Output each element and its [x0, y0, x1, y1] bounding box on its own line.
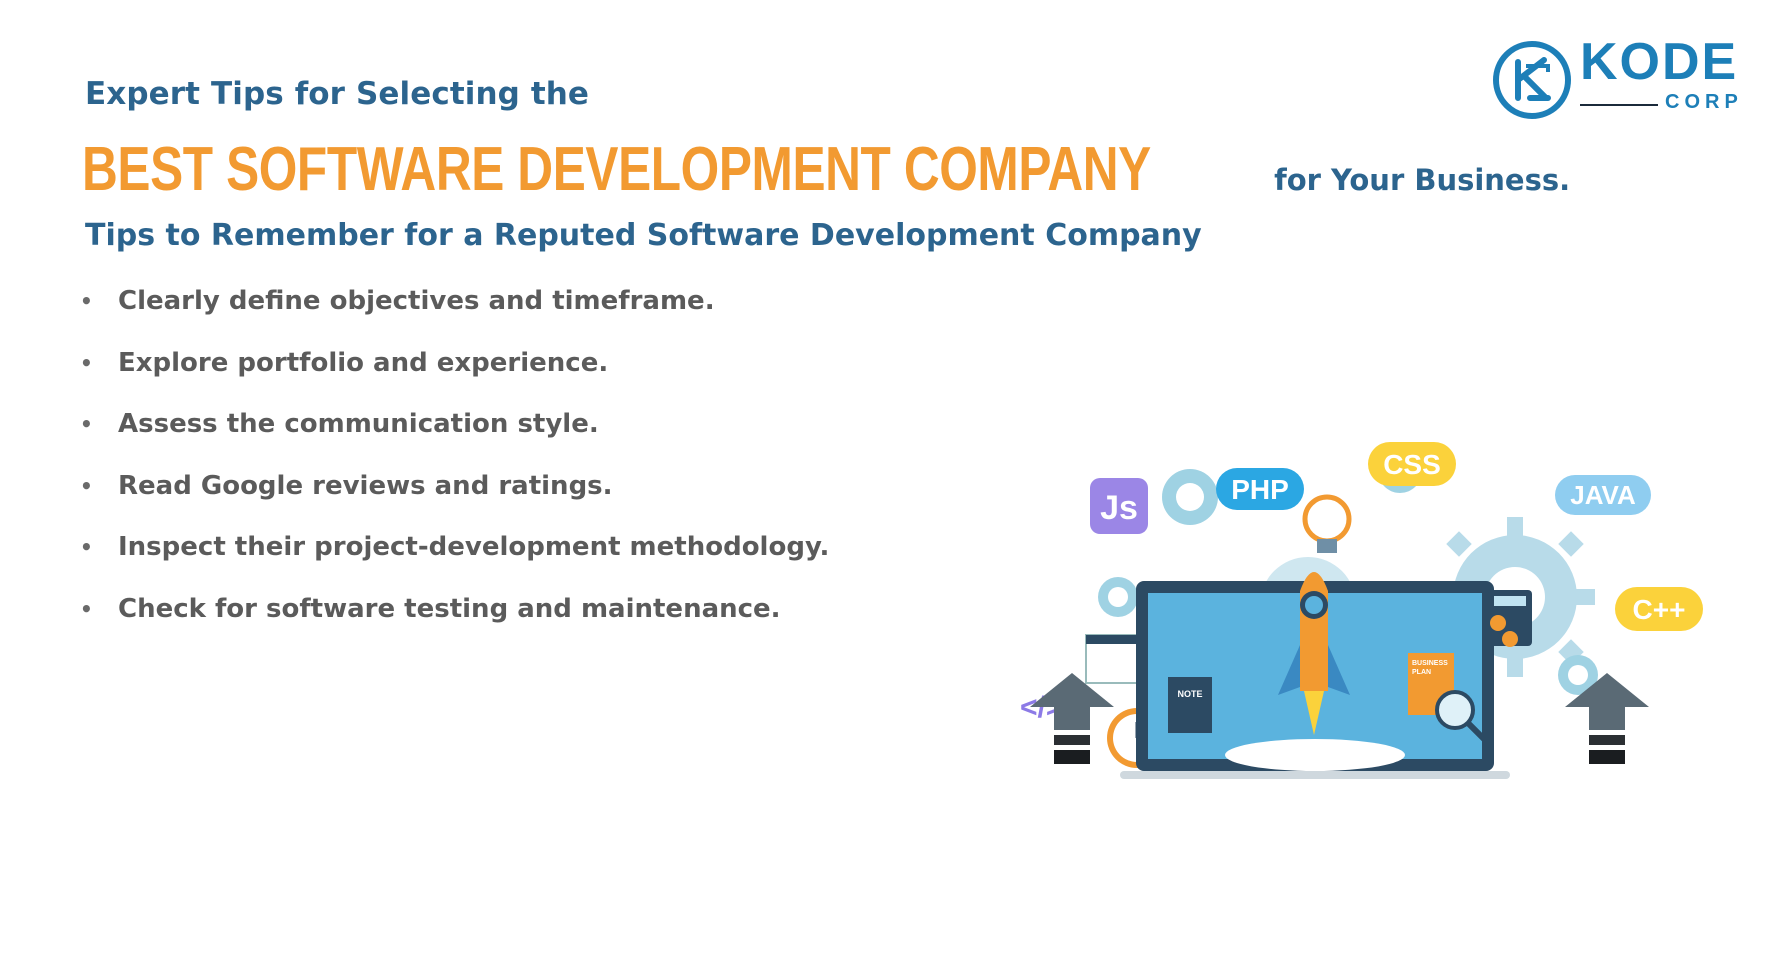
tip-text: Clearly define objectives and timeframe. [118, 286, 715, 316]
headline-main: BEST SOFTWARE DEVELOPMENT COMPANY [82, 135, 1151, 204]
java-badge: JAVA [1555, 475, 1651, 515]
cpp-badge: C++ [1615, 587, 1703, 631]
bullet-icon: • [80, 596, 93, 621]
tip-text: Check for software testing and maintenan… [118, 593, 781, 624]
up-arrow-left-icon [1030, 673, 1114, 764]
logo-wordmark: KODE [1580, 33, 1739, 91]
tip-text: Explore portfolio and experience. [118, 347, 609, 378]
logo-subword: CORP [1665, 91, 1743, 113]
magnifier-icon [1435, 690, 1487, 742]
list-item: • Assess the communication style. [80, 406, 829, 468]
bullet-icon: • [80, 412, 93, 436]
tip-text: Read Google reviews and ratings. [118, 470, 613, 501]
list-item: • Inspect their project-development metho… [80, 529, 829, 591]
java-badge-label: JAVA [1570, 480, 1636, 510]
js-badge-label: Js [1100, 489, 1138, 527]
tip-text: Inspect their project-development method… [118, 532, 830, 562]
up-arrow-right-icon [1565, 673, 1649, 764]
cpp-badge-label: C++ [1633, 594, 1686, 625]
notebook-icon: NOTE [1168, 677, 1212, 733]
bullet-icon: • [80, 535, 93, 559]
js-badge: Js [1090, 478, 1148, 534]
tips-list: • Clearly define objectives and timeframe… [80, 283, 829, 652]
kodecorp-logo[interactable]: KODE CORP [1490, 33, 1750, 126]
subheading: Tips to Remember for a Reputed Software … [85, 218, 1202, 253]
coin-icon [1490, 615, 1518, 647]
list-item: • Explore portfolio and experience. [80, 345, 829, 407]
php-badge-label: PHP [1231, 474, 1289, 505]
php-badge: PHP [1216, 468, 1304, 510]
logo-divider [1580, 104, 1658, 106]
css-badge: CSS [1368, 442, 1456, 486]
bullet-icon: • [80, 350, 93, 375]
calculator-icon [1488, 590, 1532, 646]
css-badge-label: CSS [1383, 449, 1441, 480]
plan-label-2: PLAN [1412, 669, 1431, 676]
plan-label-1: BUSINESS [1412, 660, 1448, 667]
headline: BEST SOFTWARE DEVELOPMENT COMPANY for Yo… [82, 134, 1570, 205]
lightbulb-icon [1302, 494, 1352, 553]
note-label: NOTE [1177, 689, 1202, 699]
rocket-laptop-illustration: Js PHP CSS JAVA C++ </> [1020, 442, 1703, 779]
tip-text: Assess the communication style. [118, 409, 599, 439]
logo-mark-icon [1493, 41, 1571, 119]
bullet-icon: • [80, 289, 93, 313]
list-item: • Clearly define objectives and timeframe… [80, 283, 829, 345]
headline-tail: for Your Business. [1274, 163, 1571, 197]
bullet-icon: • [80, 473, 93, 498]
kicker-heading: Expert Tips for Selecting the [85, 76, 590, 112]
list-item: • Read Google reviews and ratings. [80, 468, 829, 530]
rocket-icon [1278, 572, 1350, 735]
list-item: • Check for software testing and maintena… [80, 591, 829, 653]
calendar-icon [1085, 634, 1145, 684]
